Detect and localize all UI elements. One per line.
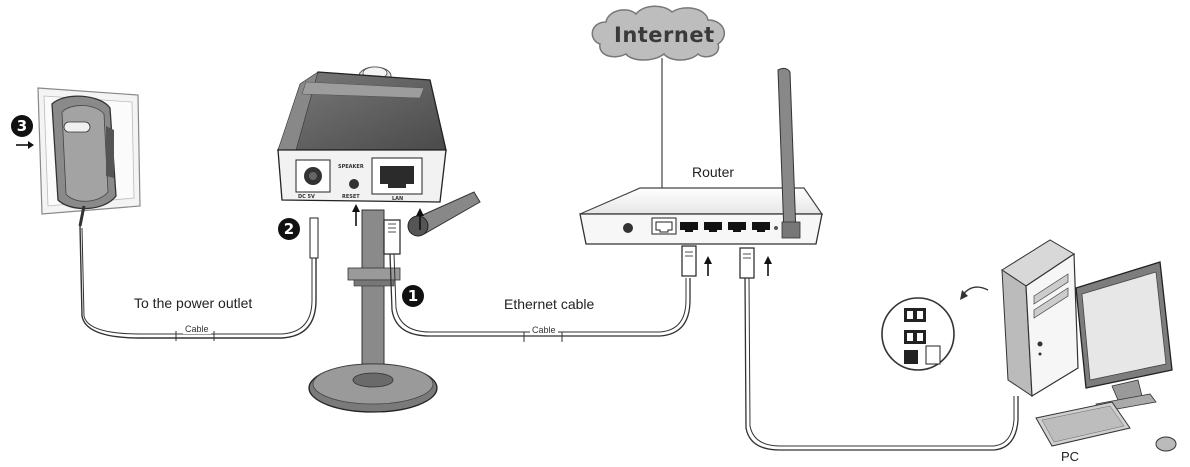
router [579,67,824,276]
pc-label: PC [1061,449,1080,464]
pc-mouse [1155,436,1177,452]
internet-label: Internet [614,23,715,47]
power-adapter [37,87,317,339]
step-1-badge: 1 [402,285,424,307]
camera-dc-port-label: DC 5V [298,194,315,200]
arrow-right-icon [16,141,34,149]
step-3-badge: 3 [11,115,33,137]
internet-cloud-icon [591,5,726,218]
camera-reset-label: RESET [342,194,360,200]
camera-speaker-label: SPEAKER [338,164,364,170]
power-outlet-label: To the power outlet [134,295,253,311]
power-cable-tag: Cable [183,324,211,334]
router-label: Router [692,164,735,180]
ip-camera [276,66,481,413]
ethernet-cable-tag: Cable [530,325,558,335]
cable-tag-brackets [175,331,563,342]
pc-port-callout [881,286,989,371]
step-2-badge: 2 [278,218,300,240]
camera-lan-label: LAN [392,196,404,202]
pc-keyboard [1035,401,1131,447]
pc-tower [1001,239,1079,398]
pc-ethernet-cable [739,247,1019,451]
ethernet-cable-label: Ethernet cable [504,296,595,312]
pc-monitor [1075,261,1173,413]
